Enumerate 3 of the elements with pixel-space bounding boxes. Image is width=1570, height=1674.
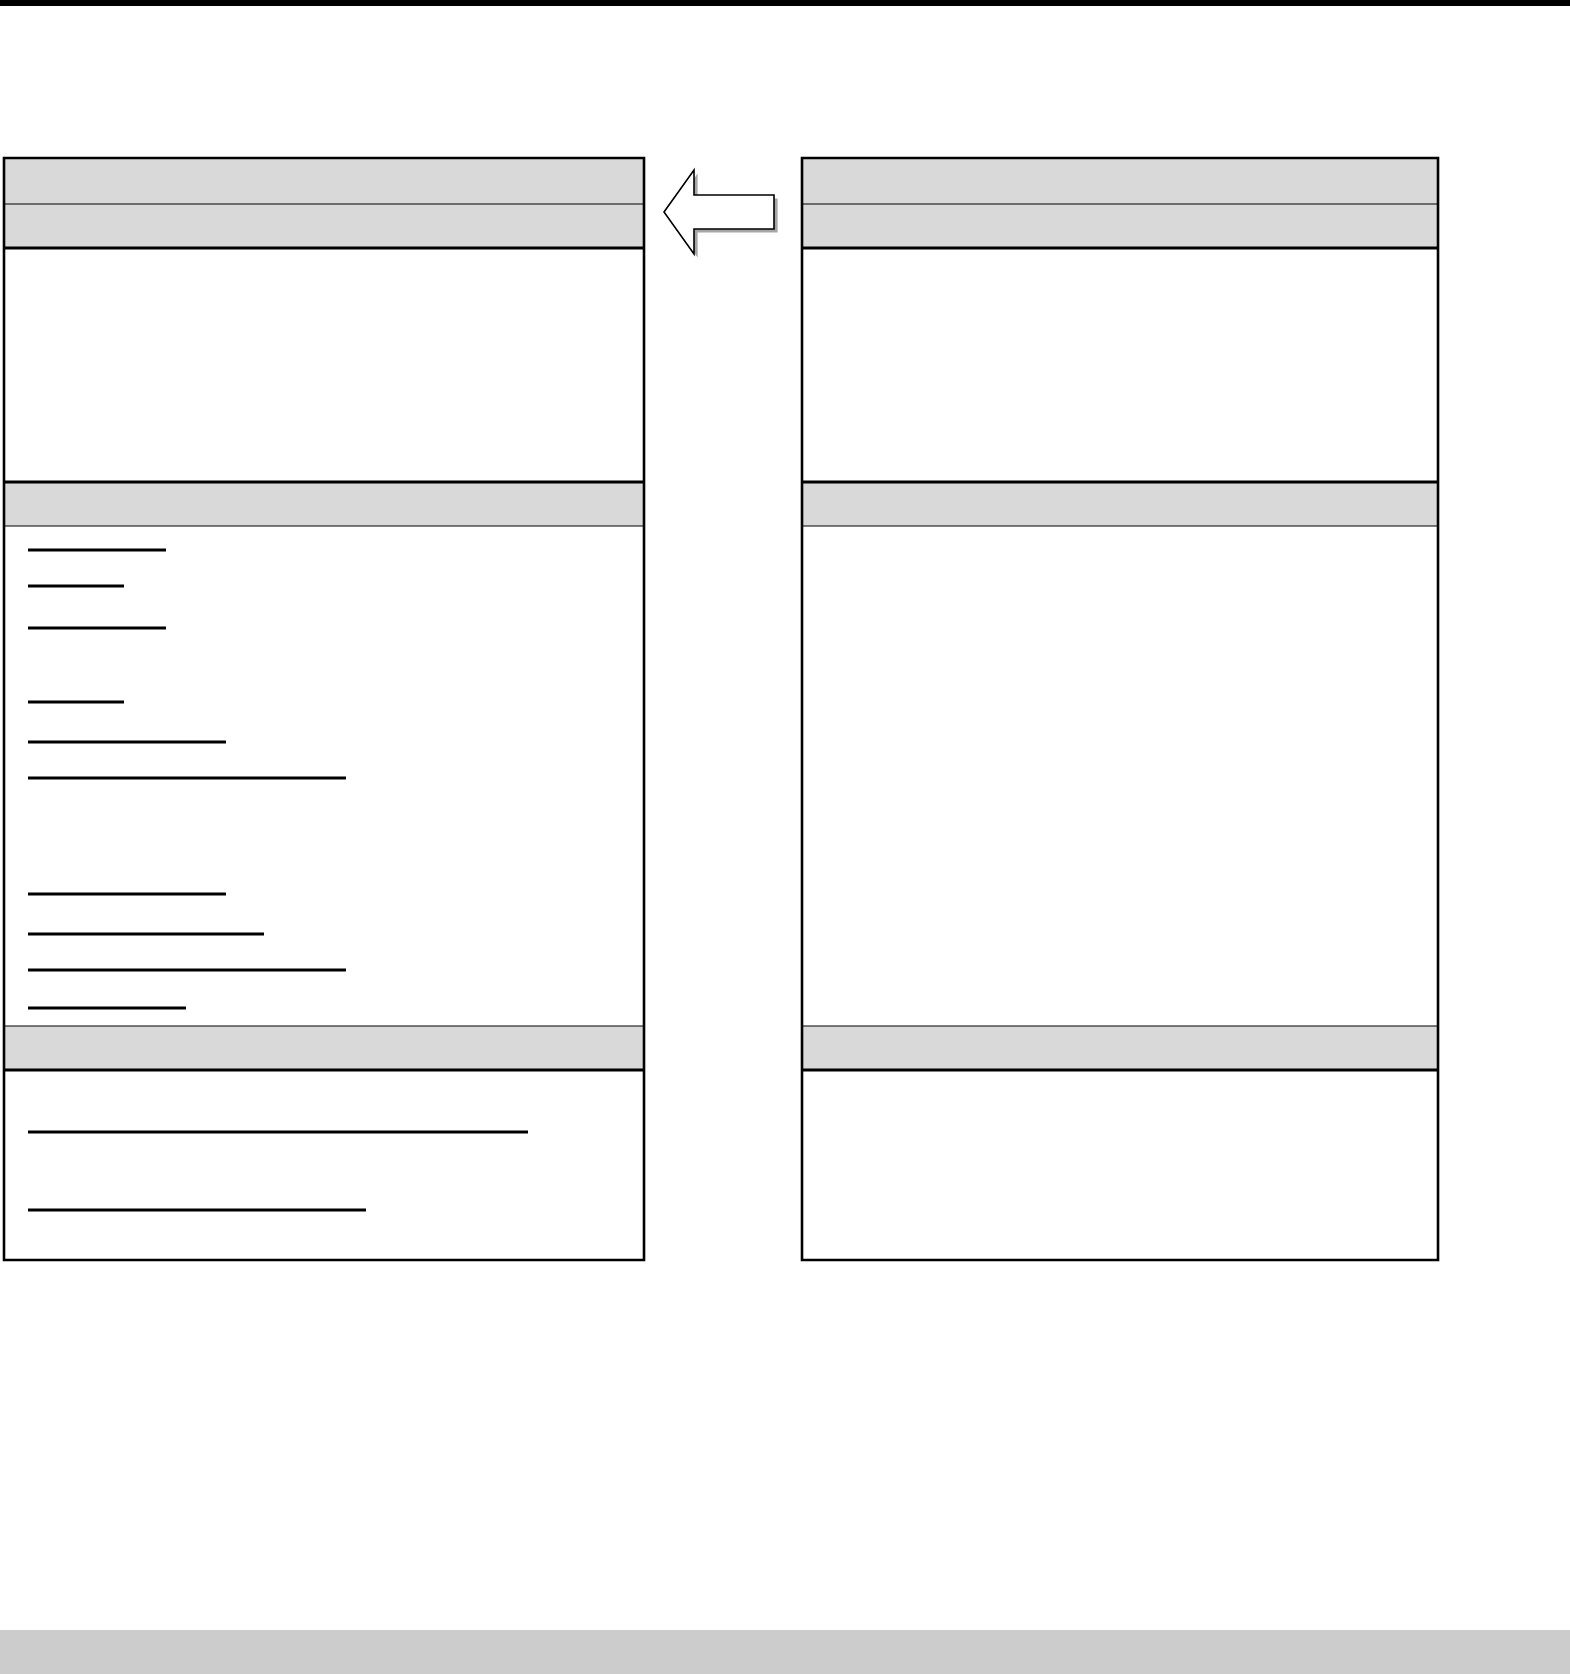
panel-box (800, 156, 1440, 1262)
panel-box (2, 156, 646, 1262)
block-arrow (663, 167, 778, 258)
